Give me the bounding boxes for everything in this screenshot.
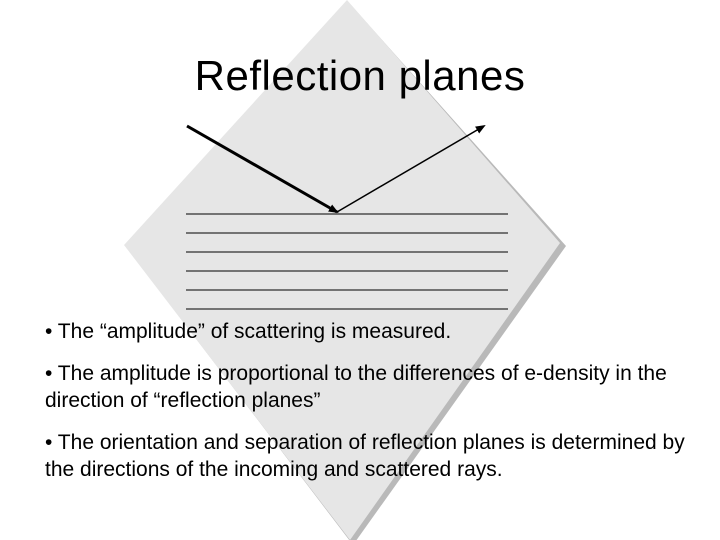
bullet-item: • The orientation and separation of refl… <box>45 431 685 481</box>
bullet-item: • The “amplitude” of scattering is measu… <box>45 320 452 343</box>
incoming-ray-arrow <box>186 124 339 214</box>
slide-title: Reflection planes <box>194 52 526 99</box>
bullet-list: • The “amplitude” of scattering is measu… <box>45 318 685 498</box>
bullet-item: • The amplitude is proportional to the d… <box>45 362 667 412</box>
diamond-background <box>124 0 560 540</box>
reflection-planes <box>186 213 508 310</box>
scattered-ray-arrow <box>336 124 486 213</box>
